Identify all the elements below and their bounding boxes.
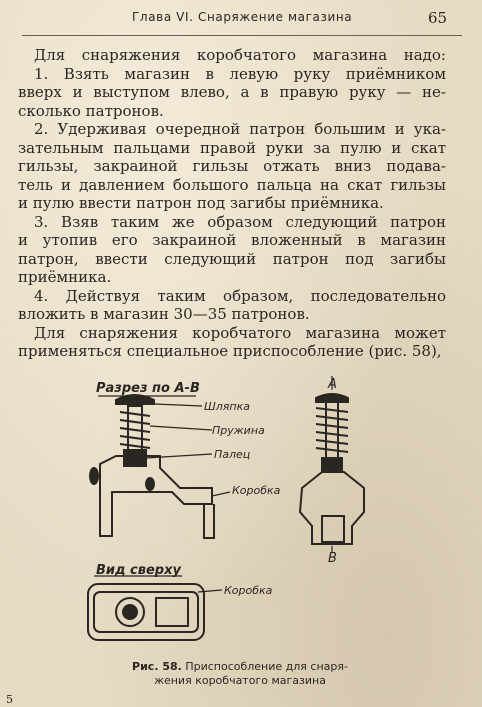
text-line: вложить в магазин 30—35 патронов.	[18, 305, 310, 323]
label-shlyapka: Шляпка	[204, 400, 250, 413]
text-line: 1. Взять магазин в левую руку приёмником	[34, 64, 446, 83]
figure-58: Разрез по А-В Шляпка Пружина Палец Короб…	[72, 376, 412, 660]
caption-number: Рис. 58.	[132, 660, 182, 673]
caption-line-1: Приспособление для снаря-	[185, 660, 348, 673]
text-line: зательным пальцами правой руки за пулю и…	[18, 138, 446, 157]
top-view-label: Вид сверху	[96, 563, 181, 578]
label-korobka-2: Коробка	[224, 584, 273, 597]
chapter-title: Глава VI. Снаряжение магазина	[132, 10, 353, 24]
running-header: Глава VI. Снаряжение магазина 65	[0, 9, 482, 36]
text-line: 3. Взяв таким же образом следующий патро…	[34, 212, 446, 231]
figure-caption: Рис. 58. Приспособление для снаря- жения…	[90, 660, 390, 688]
label-v: В	[328, 551, 337, 566]
section-label: Разрез по А-В	[96, 381, 200, 396]
text-line: Для снаряжения коробчатого магазина може…	[34, 323, 446, 342]
text-line: 4. Действуя таким образом, последователь…	[34, 286, 446, 305]
text-line: гильзы, закраиной гильзы отжать вниз под…	[18, 157, 446, 175]
text-line: 2. Удерживая очередной патрон большим и …	[34, 120, 446, 138]
text-line: Для снаряжения коробчатого магазина надо…	[34, 46, 446, 64]
label-pruzhina: Пружина	[212, 424, 265, 437]
text-line: и пулю ввести патрон под загибы приёмник…	[18, 194, 384, 212]
caption-line-2: жения коробчатого магазина	[154, 674, 326, 687]
text-line: вверх и выступом влево, а в правую руку …	[18, 83, 446, 101]
text-line: патрон, ввести следующий патрон под заги…	[18, 249, 446, 268]
label-korobka-1: Коробка	[232, 484, 281, 497]
text-line: тель и давлением большого пальца на скат…	[18, 175, 446, 194]
device-drawing: Разрез по А-В Шляпка Пружина Палец Короб…	[87, 376, 365, 641]
text-line: и утопив его закраиной вложенный в магаз…	[18, 231, 446, 249]
header-rule	[22, 35, 462, 36]
text-line: применяться специальное приспособление (…	[18, 342, 442, 360]
text-line: приёмника.	[18, 268, 112, 286]
label-a: А	[327, 377, 337, 392]
text-line: сколько патронов.	[18, 101, 164, 120]
corner-number: 5	[6, 693, 13, 706]
body-text: Для снаряжения коробчатого магазина надо…	[18, 46, 446, 361]
label-palets: Палец	[214, 448, 250, 461]
page-number: 65	[428, 9, 448, 27]
